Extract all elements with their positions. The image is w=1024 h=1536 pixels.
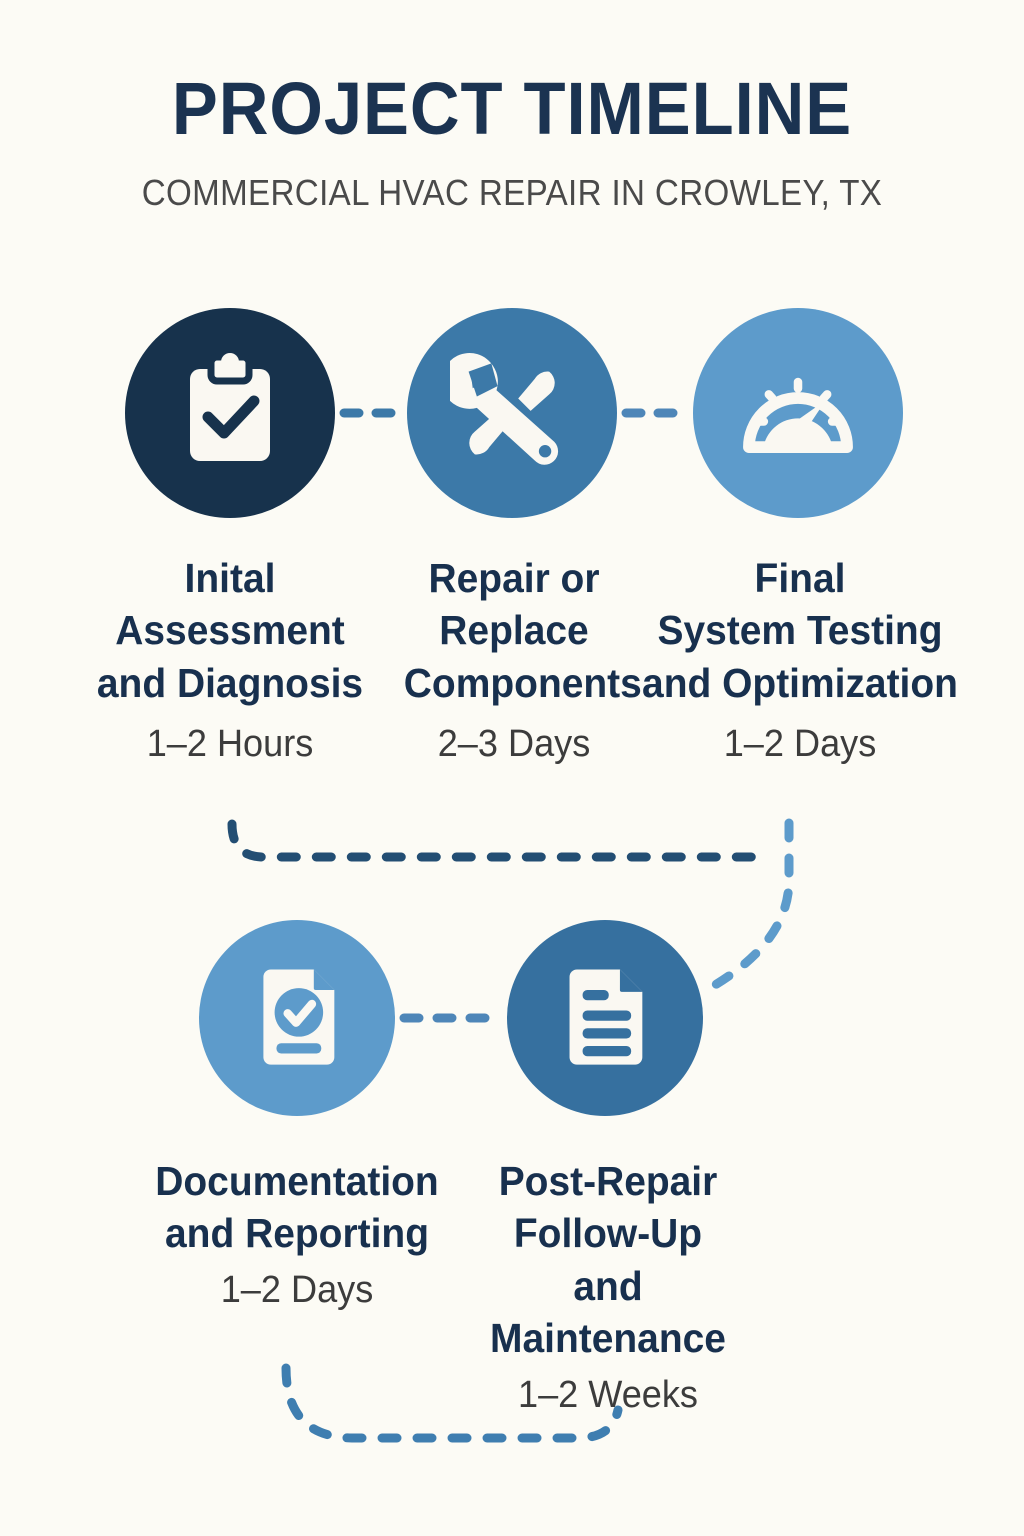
step-5-text: Post-Repair Follow-Up and Maintenance 1–… <box>468 1155 748 1418</box>
step-4-icon-circle[interactable] <box>199 920 395 1116</box>
step-4-text: Documentation and Reporting 1–2 Days <box>112 1155 482 1313</box>
connector-step3-step4 <box>227 819 775 862</box>
step-1-label-line-3: and Diagnosis <box>96 659 364 706</box>
step-5-icon-circle[interactable] <box>507 920 703 1116</box>
header: PROJECT TIMELINE COMMERCIAL HVAC REPAIR … <box>0 72 1024 214</box>
step-3-label-line-3: and Optimization <box>642 659 958 706</box>
step-1-label-line-1: Inital <box>184 555 276 601</box>
step-4-duration: 1–2 Days <box>220 1268 374 1311</box>
step-1-text: Inital Assessment and Diagnosis 1–2 Hour… <box>60 552 400 767</box>
clipboard-check-icon <box>190 353 270 461</box>
gauge-icon <box>743 377 853 453</box>
step-2-label-line-2: Replace <box>439 607 589 654</box>
step-5-duration: 1–2 Weeks <box>518 1373 698 1416</box>
document-lines-icon <box>569 969 643 1065</box>
step-1-icon-circle[interactable] <box>125 308 335 518</box>
step-2-icon-circle[interactable] <box>407 308 617 518</box>
wrench-screwdriver-icon <box>450 353 559 465</box>
step-5-label-line-3: Maintenance <box>490 1315 726 1362</box>
step-3-icon-circle[interactable] <box>693 308 903 518</box>
page-subtitle: COMMERCIAL HVAC REPAIR IN CROWLEY, TX <box>141 172 883 213</box>
step-3-duration: 1–2 Days <box>723 723 877 766</box>
step-3-text: Final System Testing and Optimization 1–… <box>630 552 970 767</box>
step-4-label-line-1: Documentation <box>155 1158 439 1204</box>
step-3-label-line-1: Final <box>754 555 846 601</box>
step-2-label-line-3: Components <box>403 659 642 706</box>
step-2-label-line-1: Repair or <box>428 555 600 601</box>
step-5-label-line-2: Follow-Up and <box>513 1210 703 1309</box>
step-3-label-line-2: System Testing <box>657 607 943 654</box>
step-1-label-line-2: Assessment <box>115 607 345 654</box>
step-2-duration: 2–3 Days <box>437 723 591 766</box>
document-check-icon <box>263 969 335 1065</box>
step-2-text: Repair or Replace Components 2–3 Days <box>398 552 642 767</box>
connector-step3-wrap-right <box>710 818 794 990</box>
page-title: PROJECT TIMELINE <box>171 67 853 150</box>
step-5-label-line-1: Post-Repair <box>498 1158 718 1204</box>
step-4-label-line-2: and Reporting <box>165 1210 429 1257</box>
step-1-duration: 1–2 Hours <box>146 723 314 766</box>
